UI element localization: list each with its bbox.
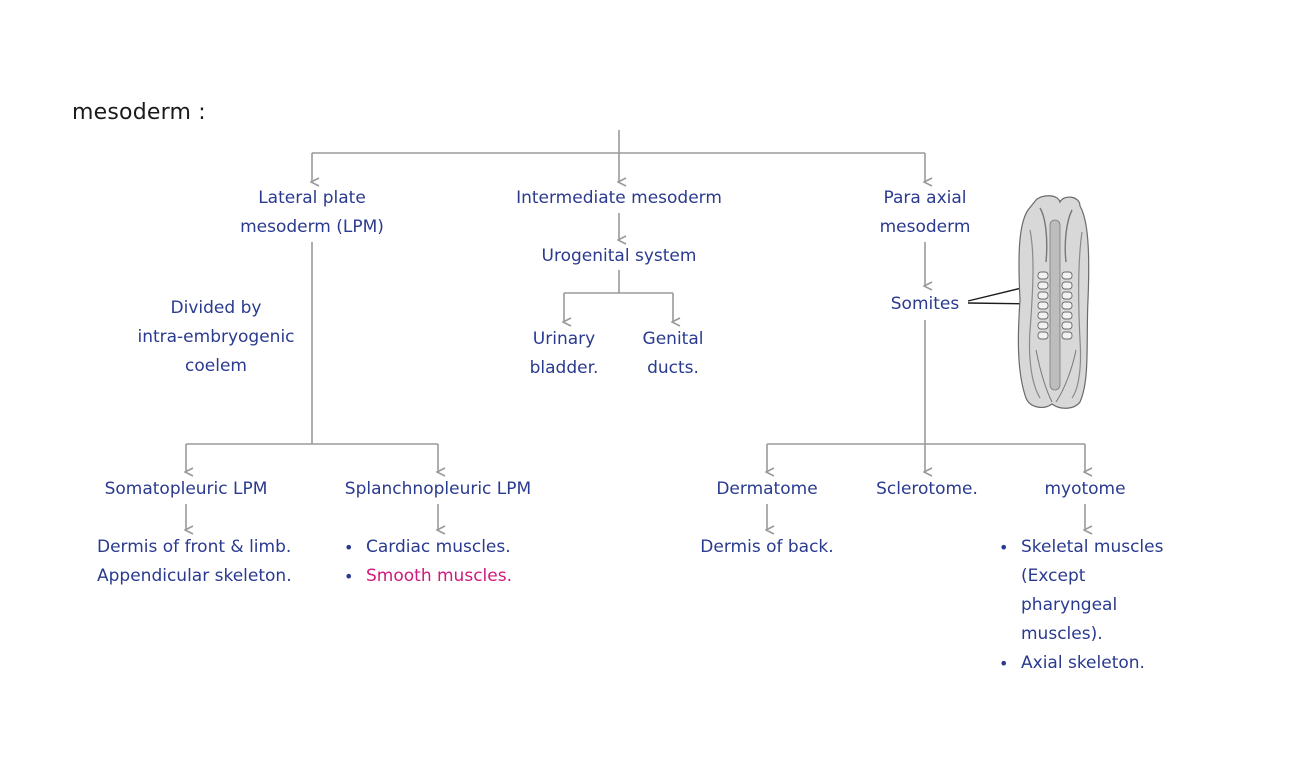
node-para-axial-mesoderm: Para axial mesoderm (880, 184, 971, 242)
node-intermediate-mesoderm: Intermediate mesoderm (516, 188, 722, 208)
derivative-dermis-front-limb: Dermis of front & limb. (97, 537, 292, 557)
bullet-dot-icon: • (999, 538, 1009, 557)
node-urinary-line-2: bladder. (529, 358, 599, 378)
skeletal-muscles-line-1: Skeletal muscles (1021, 537, 1164, 557)
note-divided-line-1: Divided by (170, 298, 262, 318)
note-divided-line-3: coelem (185, 356, 247, 376)
derivative-appendicular-skeleton: Appendicular skeleton. (97, 566, 292, 586)
node-genital-ducts: Genital ducts. (643, 325, 704, 383)
skeletal-muscles-line-4: muscles). (1021, 624, 1103, 644)
node-paraaxial-line-1: Para axial (883, 188, 967, 208)
derivative-cardiac-muscles-text: Cardiac muscles. (366, 537, 511, 557)
derivative-smooth-muscles: • Smooth muscles. (344, 562, 512, 591)
node-splanchnopleuric-lpm: Splanchnopleuric LPM (344, 479, 532, 499)
node-myotome: myotome (1044, 479, 1126, 499)
node-urinary-bladder: Urinary bladder. (530, 325, 599, 383)
derivative-dermis-of-back: Dermis of back. (700, 537, 834, 557)
node-urinary-line-1: Urinary (532, 329, 596, 349)
derivative-cardiac-muscles: • Cardiac muscles. (344, 533, 511, 562)
node-lateral-plate-mesoderm: Lateral plate mesoderm (LPM) (240, 184, 384, 242)
node-paraaxial-line-2: mesoderm (879, 217, 971, 237)
node-somatopleuric-lpm: Somatopleuric LPM (104, 479, 268, 499)
node-genital-line-2: ducts. (647, 358, 699, 378)
embryo-illustration-icon (1017, 195, 1090, 409)
derivative-skeletal-muscles: • Skeletal muscles (Except pharyngeal mu… (999, 533, 1164, 649)
node-lpm-line-2: mesoderm (LPM) (240, 217, 384, 237)
skeletal-muscles-line-3: pharyngeal (1021, 595, 1118, 615)
bullet-dot-icon: • (344, 567, 354, 586)
connector-urogenital-branch (564, 270, 673, 294)
bullet-dot-icon: • (999, 654, 1009, 673)
derivative-axial-skeleton: • Axial skeleton. (999, 649, 1145, 678)
node-dermatome: Dermatome (716, 479, 818, 499)
node-genital-line-1: Genital (642, 329, 704, 349)
skeletal-muscles-line-2: (Except (1021, 566, 1086, 586)
bullet-dot-icon: • (344, 538, 354, 557)
axial-skeleton-text: Axial skeleton. (1021, 653, 1145, 673)
derivative-smooth-muscles-text: Smooth muscles. (366, 566, 512, 586)
node-somites: Somites (890, 294, 960, 314)
node-sclerotome: Sclerotome. (876, 479, 978, 499)
page-title: mesoderm : (72, 100, 206, 125)
note-divided-by-coelem: Divided by intra-embryogenic coelem (137, 294, 294, 381)
node-lpm-line-1: Lateral plate (258, 188, 366, 208)
note-divided-line-2: intra-embryogenic (137, 327, 295, 347)
somatopleuric-derivatives: Dermis of front & limb. Appendicular ske… (97, 533, 292, 591)
node-urogenital-system: Urogenital system (541, 246, 697, 266)
